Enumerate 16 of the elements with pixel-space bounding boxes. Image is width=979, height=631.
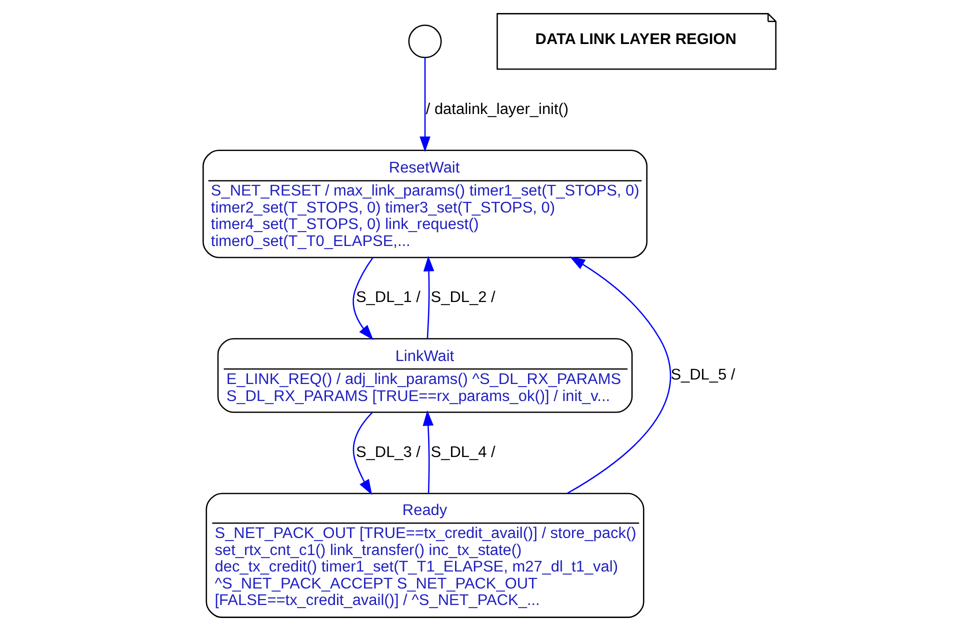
arrow <box>422 410 434 494</box>
arrow <box>352 412 373 495</box>
edge-label: S_DL_3 / <box>356 444 420 461</box>
edge-label: S_DL_2 / <box>430 289 496 306</box>
arrow <box>420 58 430 152</box>
node-box: LinkWait E_LINK_REQ() / adj_link_params() ^S_DL_RX_PARAMS S_DL_RX_PARAMS [TRUE==rx_params_ok()] / init_v... <box>217 338 633 413</box>
arrow <box>566 256 671 494</box>
node-box: Ready S_NET_PACK_OUT [TRUE==tx_credit_avail()] / store_pack() set_rtx_cnt_c1() link_transfer() inc_tx_state() dec_tx_credit() timer1_set(T_T1_ELAPSE, m27_dl_t1_val) ^S_NET_PACK_ACCEPT S_NET_PACK_OUT [FALSE==tx_credit_avail()] / ^S_NET_PACK_... <box>206 492 644 618</box>
node-circle <box>408 24 442 58</box>
node-box: ResetWait S_NET_RESET / max_link_params() timer1_set(T_STOPS, 0) timer2_set(T_STOPS, 0) timer3_set(T_STOPS, 0) timer4_set(T_STOPS, 0) link_request() timer0_set(T_T0_ELAPSE,... <box>202 150 648 258</box>
arrow <box>352 257 374 340</box>
edge-label: S_DL_5 / <box>670 366 736 384</box>
edge-label: S_DL_1 / <box>356 289 420 306</box>
edge-label: / datalink_layer_init() <box>426 100 569 118</box>
arrow <box>423 256 434 339</box>
edge-label: S_DL_4 / <box>430 444 496 461</box>
